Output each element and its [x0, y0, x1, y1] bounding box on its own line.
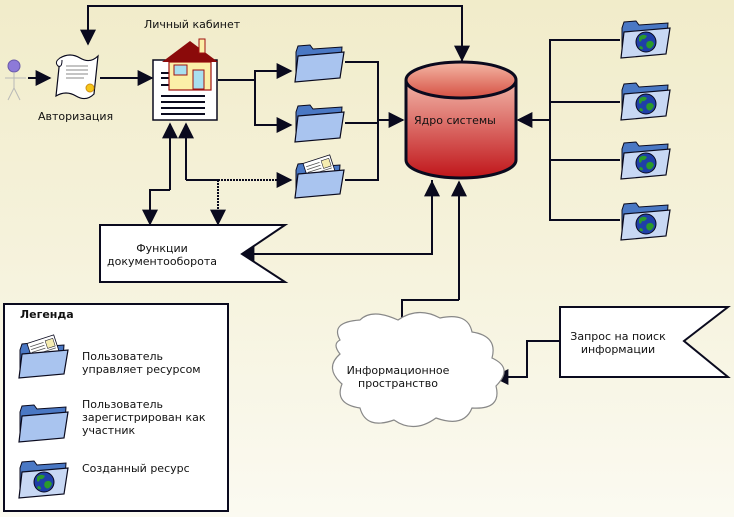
created-resource-folder-icon[interactable]: [620, 202, 671, 241]
cabinet-label: Личный кабинет: [144, 18, 241, 31]
legend-item-managed-resource: Пользователь управляет ресурсом: [82, 350, 201, 376]
information-space-cloud[interactable]: [331, 311, 505, 428]
authorization-label: Авторизация: [38, 110, 114, 123]
system-core-label: Ядро системы: [414, 114, 496, 127]
participant-folder-icon[interactable]: [294, 44, 345, 83]
legend-item-participant: Пользователь зарегистрирован как участни…: [82, 398, 206, 437]
created-resource-folder-icon[interactable]: [620, 82, 671, 121]
system-core-database-icon[interactable]: [404, 60, 518, 180]
connector-search-to-infospace: [492, 340, 560, 385]
participant-folder-icon[interactable]: [294, 104, 345, 143]
connector-cabinet-to-folder2: [254, 80, 293, 133]
connector-core-to-docflow: [238, 180, 433, 262]
managed-resource-folder-icon[interactable]: [294, 154, 345, 199]
info-space-label: Информационное пространство: [336, 364, 460, 390]
connector-cabinet-to-folder1: [218, 63, 293, 81]
personal-cabinet-icon[interactable]: [152, 38, 218, 121]
info-space-label-line1: Информационное: [346, 364, 450, 377]
connector-core-to-auth: [80, 5, 463, 62]
connector-folders-merge: [345, 61, 379, 181]
legend-item-created-resource: Созданный ресурс: [82, 462, 190, 475]
legend-item-text: Пользователь: [82, 350, 164, 363]
legend-folder-icon: [18, 404, 69, 443]
legend-folder-globe-icon: [18, 460, 69, 499]
legend-item-text: участник: [82, 424, 136, 437]
docflow-label-line1: Функции: [136, 242, 188, 255]
legend-item-text: зарегистрирован как: [82, 411, 206, 424]
search-request-label-line2: информации: [580, 343, 656, 356]
docflow-label-line2: документооборота: [107, 255, 217, 268]
search-request-label: Запрос на поиск информации: [562, 330, 674, 356]
search-request-label-line1: Запрос на поиск: [570, 330, 666, 343]
legend-title: Легенда: [20, 308, 74, 321]
search-request-shape[interactable]: [559, 306, 731, 378]
legend-item-text: Пользователь: [82, 398, 164, 411]
legend-item-text: Созданный ресурс: [82, 462, 190, 475]
docflow-label: Функции документооборота: [100, 242, 224, 268]
legend-item-text: управляет ресурсом: [82, 363, 201, 376]
connector-cabinet-to-docflow: [142, 189, 170, 226]
info-space-label-line2: пространство: [358, 377, 438, 390]
created-resource-folder-icon[interactable]: [620, 141, 671, 180]
user-actor-icon: [5, 59, 26, 101]
created-resource-folder-icon[interactable]: [620, 20, 671, 59]
connector-globe-bus: [549, 39, 620, 221]
docflow-functions-shape[interactable]: [99, 224, 289, 283]
authorization-scroll-icon[interactable]: [55, 54, 99, 100]
